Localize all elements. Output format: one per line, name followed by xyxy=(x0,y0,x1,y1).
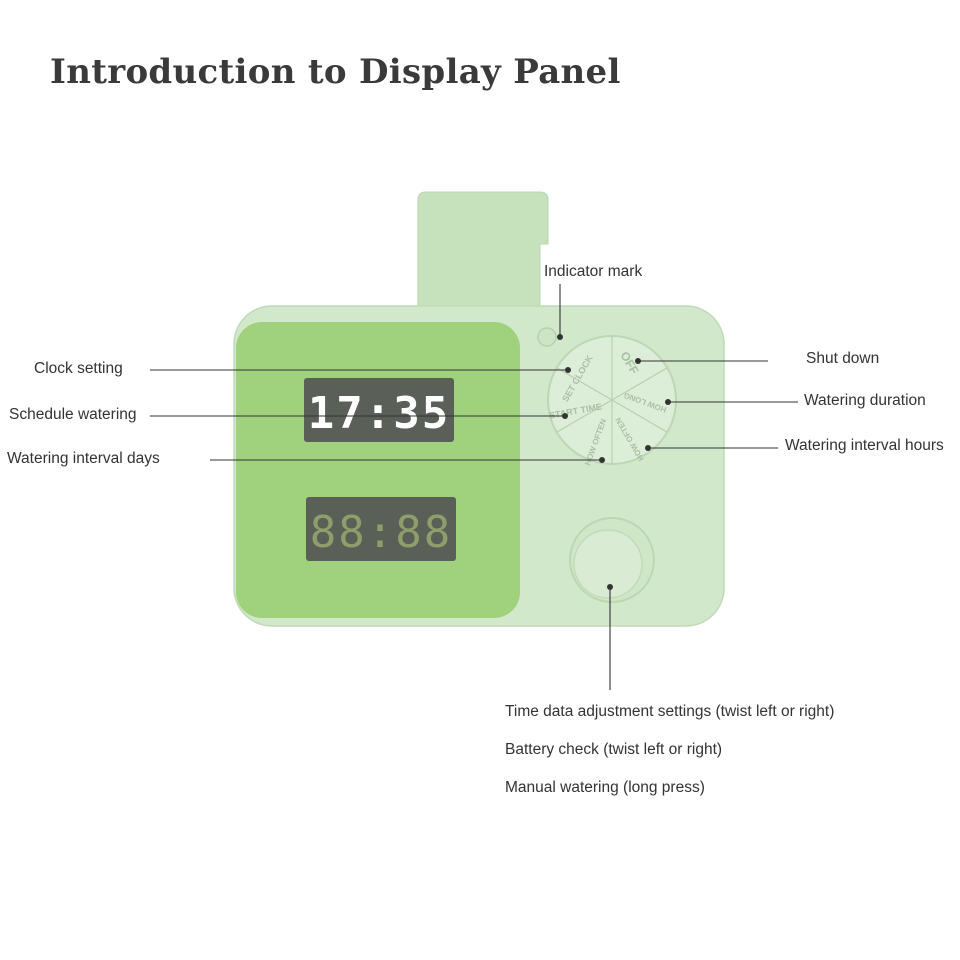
hanging-hook xyxy=(417,191,549,313)
rotary-knob xyxy=(569,517,655,603)
page-title: Introduction to Display Panel xyxy=(50,52,621,92)
top-lcd-digits: 17:35 xyxy=(308,388,450,439)
label-shut-down: Shut down xyxy=(806,350,880,367)
bottom-lcd-screen xyxy=(306,497,456,561)
mode-selector-dial: OFF SET CLOCK START TIME HOW OFTEN HOW L… xyxy=(547,335,677,467)
label-knob-battery-check: Battery check (twist left or right) xyxy=(505,741,723,758)
label-clock-setting: Clock setting xyxy=(34,360,123,377)
indicator-mark xyxy=(537,327,557,347)
label-schedule-watering: Schedule watering xyxy=(9,406,137,423)
label-watering-interval-days: Watering interval days xyxy=(7,450,160,467)
label-indicator-mark: Indicator mark xyxy=(544,263,643,280)
top-lcd-screen xyxy=(304,378,454,442)
label-watering-interval-hours: Watering interval hours xyxy=(785,437,944,454)
label-knob-adjustment: Time data adjustment settings (twist lef… xyxy=(505,703,835,720)
label-knob-manual-watering: Manual watering (long press) xyxy=(505,779,705,796)
label-watering-duration: Watering duration xyxy=(804,392,926,409)
display-panel xyxy=(236,322,520,618)
bottom-lcd-digits: 88:88 xyxy=(310,507,452,558)
